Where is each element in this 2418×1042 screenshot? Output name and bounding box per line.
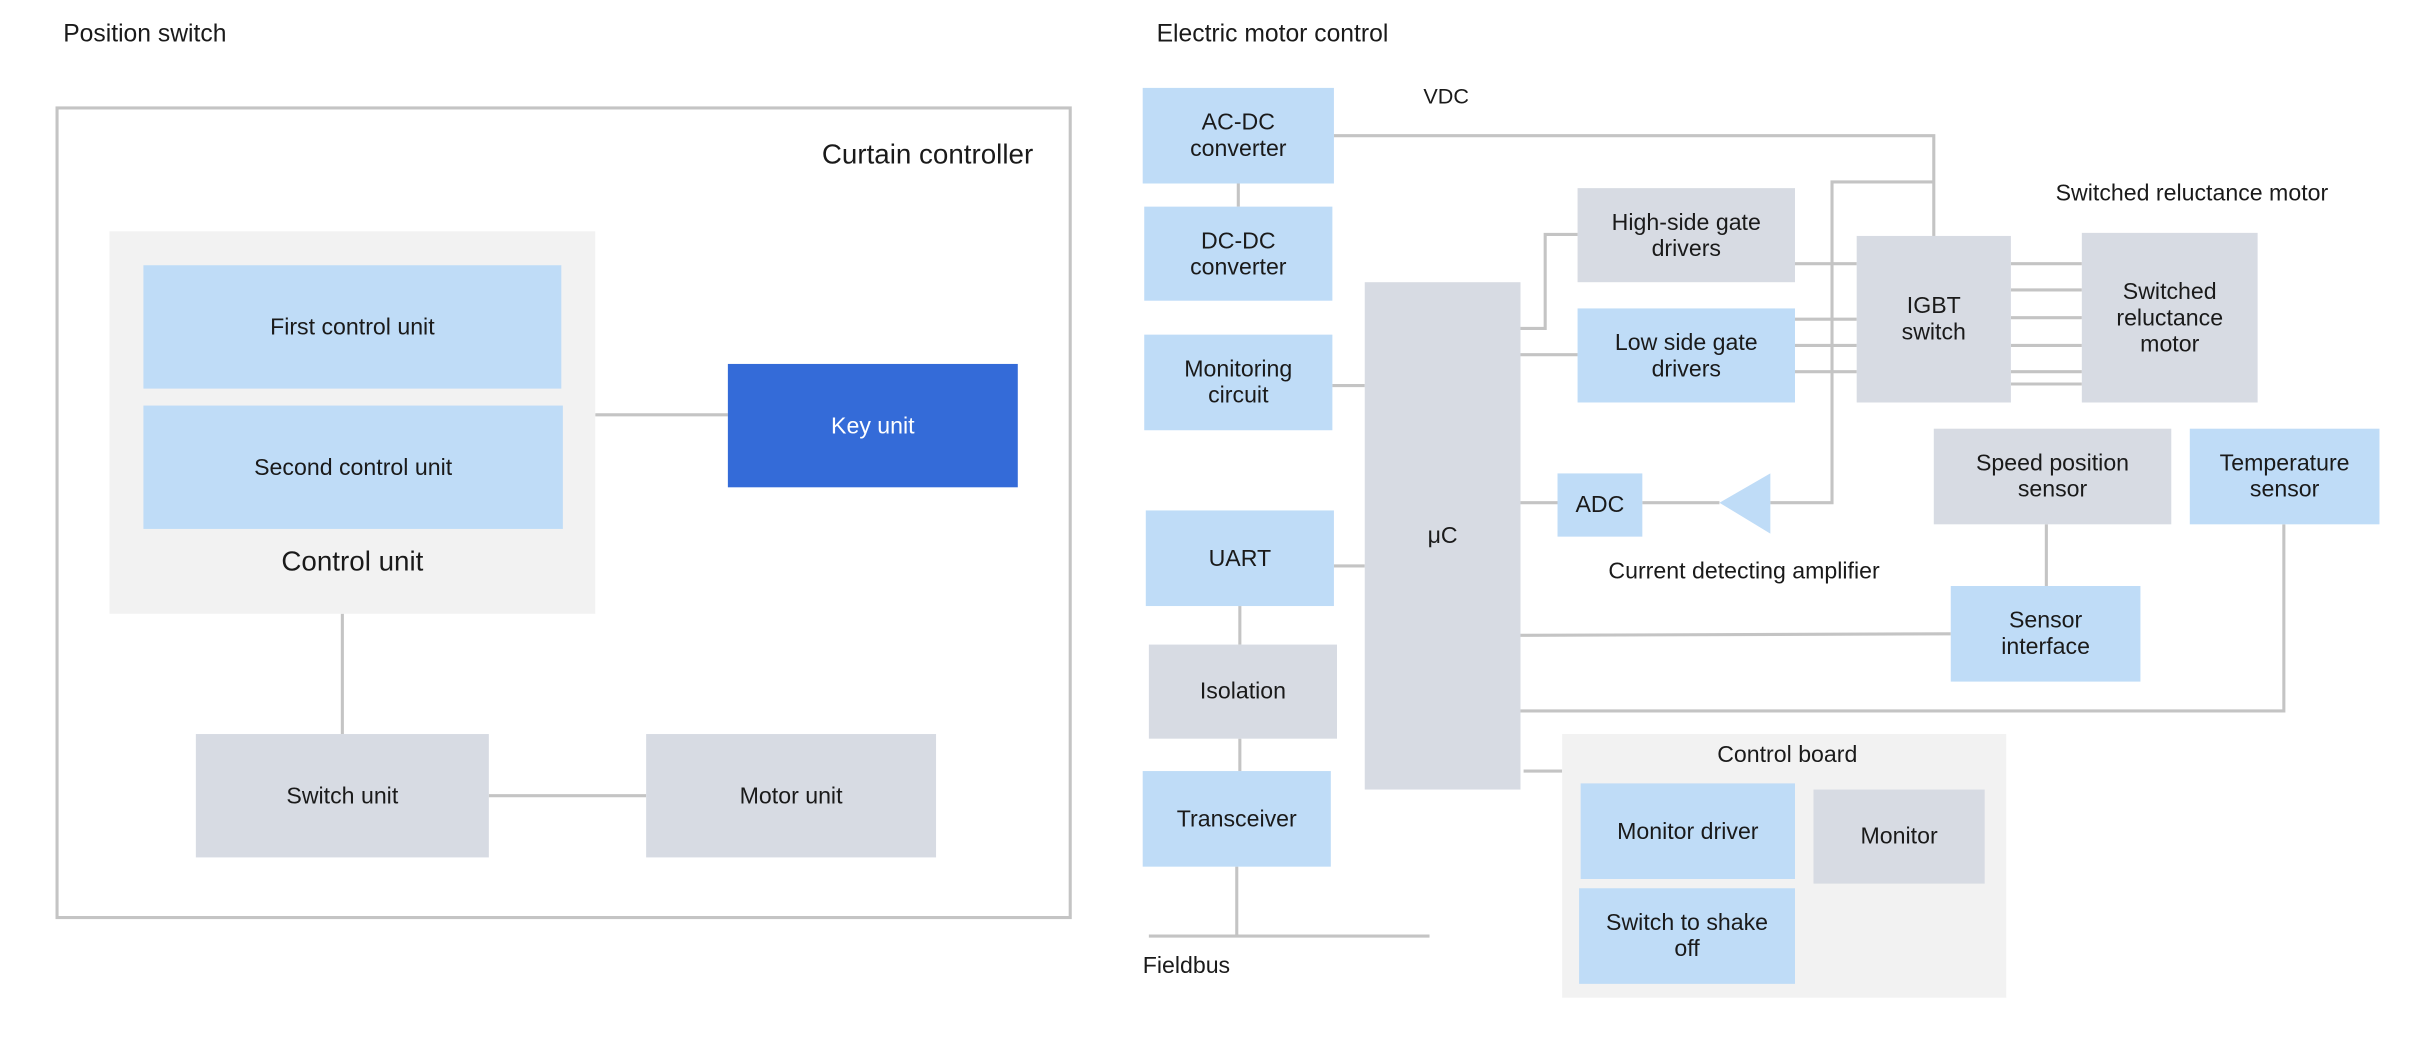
control-board-label: Control board <box>1717 741 1858 768</box>
monitor-driver: Monitor driver <box>1580 783 1796 879</box>
high-side-gate-drivers: High-side gate drivers <box>1577 188 1796 283</box>
curtain-controller-frame <box>55 106 1072 920</box>
position-switch-title: Position switch <box>63 21 227 48</box>
switched-reluctance-motor-label: Switched reluctance motor <box>2055 180 2329 207</box>
second-control-unit: Second control unit <box>143 405 563 529</box>
switch-to-shake-off: Switch to shake off <box>1579 888 1796 984</box>
switch-unit: Switch unit <box>195 734 489 858</box>
isolation: Isolation <box>1148 644 1338 739</box>
sensor-interface: Sensor interface <box>1950 585 2141 682</box>
vdc-label: VDC <box>1423 83 1469 108</box>
curtain-controller-label: Curtain controller <box>821 138 1034 170</box>
motor-unit: Motor unit <box>646 734 937 858</box>
adc: ADC <box>1557 473 1643 537</box>
uart: UART <box>1145 510 1334 607</box>
speed-position-sensor: Speed position sensor <box>1933 428 2172 525</box>
igbt-switch: IGBT switch <box>1856 235 2011 403</box>
first-control-unit: First control unit <box>143 265 562 389</box>
low-side-gate-drivers: Low side gate drivers <box>1577 308 1796 403</box>
control-unit-label: Control unit <box>281 545 424 577</box>
monitoring-circuit: Monitoring circuit <box>1144 334 1333 431</box>
amplifier-triangle-icon <box>1719 473 1771 534</box>
line-vdc-rail <box>1333 134 1936 236</box>
temperature-sensor: Temperature sensor <box>2189 428 2380 525</box>
ac-dc-converter: AC-DC converter <box>1142 87 1334 184</box>
dc-dc-converter: DC-DC converter <box>1144 206 1333 301</box>
switched-reluctance-motor: Switched reluctance motor <box>2081 232 2258 403</box>
current-detecting-amplifier-label: Current detecting amplifier <box>1608 558 1880 585</box>
transceiver: Transceiver <box>1142 771 1331 867</box>
key-unit: Key unit <box>727 363 1018 488</box>
fieldbus-label: Fieldbus <box>1142 953 1231 980</box>
line-mcu-to-sensor-interface <box>1520 632 1951 637</box>
line-amp-feedback <box>1770 180 1934 505</box>
line-mcu-to-highside <box>1520 232 1578 331</box>
microcontroller: μC <box>1364 282 1521 790</box>
electric-motor-control-title: Electric motor control <box>1156 21 1389 48</box>
line-mcu-to-temp <box>1520 524 2286 713</box>
monitor: Monitor <box>1813 789 1985 884</box>
